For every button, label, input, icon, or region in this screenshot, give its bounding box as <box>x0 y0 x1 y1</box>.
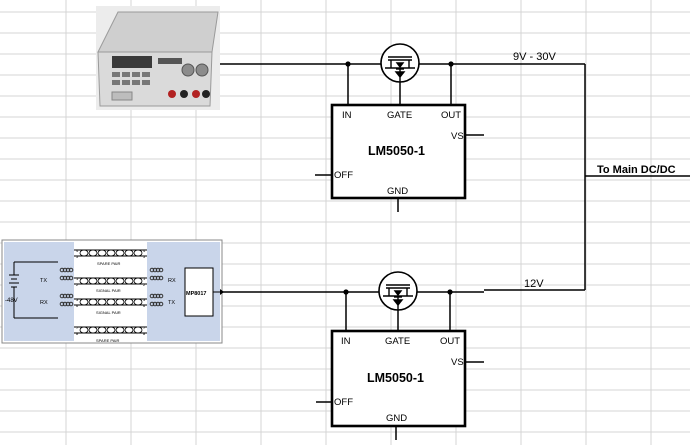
pin-number: 7 <box>143 325 146 330</box>
pin-number: 6 <box>76 303 79 308</box>
tx-label: TX <box>40 278 47 284</box>
pin-gate-label: GATE <box>387 110 412 121</box>
pin-number: 6 <box>143 303 146 308</box>
lm5050-top-chip <box>330 103 467 200</box>
rx-label: RX <box>40 300 48 306</box>
power-supply-photo <box>96 6 220 110</box>
spare-pair-label: SPARE PAIR <box>97 261 121 266</box>
pin-number: 3 <box>143 297 146 302</box>
rx-label-right: RX <box>168 278 176 284</box>
pin-number: 4 <box>143 248 146 253</box>
pin-number: 1 <box>76 276 79 281</box>
poe-diagram <box>1 239 224 344</box>
junction-dots-bottom <box>343 289 453 295</box>
to-main-dcdc-label: To Main DC/DC <box>597 164 676 176</box>
pin-out-label: OUT <box>441 110 461 121</box>
pin-gnd-label: GND <box>386 413 407 424</box>
pin-number: 1 <box>143 276 146 281</box>
pin-number: 5 <box>143 254 146 259</box>
signal-pair-label: SIGNAL PAIR <box>96 288 121 293</box>
rail-voltage-top: 9V - 30V <box>513 51 556 63</box>
pin-vs-label: VS <box>451 357 464 368</box>
mp8017-label: MP8017 <box>186 291 207 297</box>
pin-number: 2 <box>76 282 79 287</box>
pin-off-label: OFF <box>334 170 353 181</box>
pin-number: 8 <box>143 331 146 336</box>
pin-number: 2 <box>143 282 146 287</box>
battery-voltage-label: -48V <box>5 298 18 304</box>
spare-pair-label: SPARE PAIR <box>96 338 120 343</box>
bottom-circuit <box>222 289 585 440</box>
pin-in-label: IN <box>342 110 352 121</box>
signal-pair-label: SIGNAL PAIR <box>96 310 121 315</box>
tx-label-right: TX <box>168 300 175 306</box>
pin-in-label: IN <box>341 336 351 347</box>
pin-out-label: OUT <box>440 336 460 347</box>
pin-number: 4 <box>76 248 79 253</box>
chip-name-bottom: LM5050-1 <box>367 371 424 385</box>
pin-number: 3 <box>76 297 79 302</box>
text-labels: 9V - 30V 12V To Main DC/DC IN GATE OUT V… <box>5 51 676 424</box>
chip-name-top: LM5050-1 <box>368 144 425 158</box>
mosfet-top-icon <box>380 43 420 83</box>
pin-gnd-label: GND <box>387 186 408 197</box>
mosfet-bottom-icon <box>378 271 418 311</box>
rail-voltage-bottom: 12V <box>524 278 544 290</box>
lm5050-bottom-chip <box>330 329 467 428</box>
pin-number: 5 <box>76 254 79 259</box>
pin-gate-label: GATE <box>385 336 410 347</box>
pin-number: 8 <box>76 331 79 336</box>
pin-vs-label: VS <box>451 131 464 142</box>
top-circuit <box>220 63 690 290</box>
junction-dots-top <box>345 61 454 67</box>
pin-number: 7 <box>76 325 79 330</box>
pin-off-label: OFF <box>334 397 353 408</box>
